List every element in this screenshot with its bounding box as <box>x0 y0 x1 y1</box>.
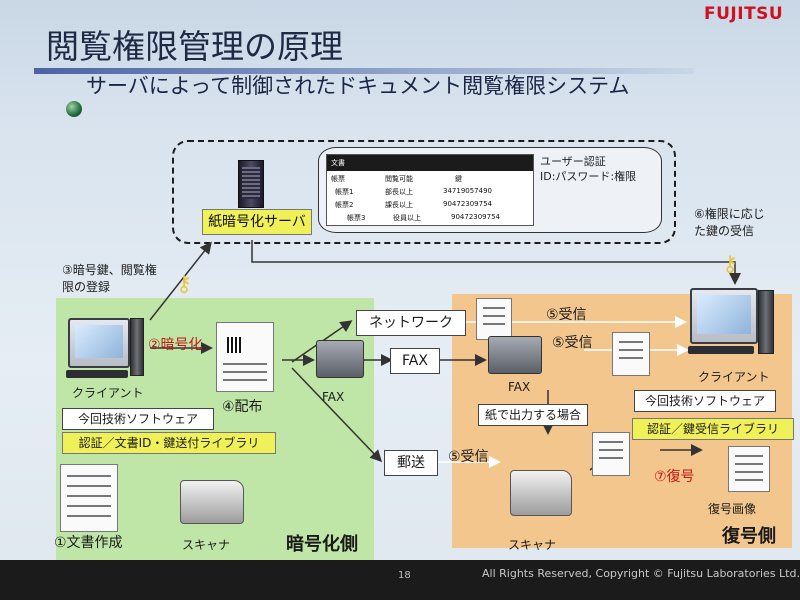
step-1-label: ①文書作成 <box>54 535 123 551</box>
right-scanner-label: スキャナ <box>508 538 557 552</box>
key-icon: ⚷ <box>722 252 739 277</box>
left-scanner-label: スキャナ <box>182 538 231 552</box>
step-5-network-label: ⑤受信 <box>546 307 587 323</box>
left-pc-tower-icon <box>130 318 144 376</box>
left-client-monitor-icon <box>68 318 130 368</box>
title-underline <box>34 68 694 74</box>
step-6-line-1: ⑥権限に応じ <box>694 207 765 221</box>
left-library-label: 認証／文書ID・鍵送付ライブラリ <box>62 432 276 454</box>
key-table-header <box>327 155 533 171</box>
globe-bullet-icon <box>66 101 82 117</box>
server-rack-icon <box>238 160 264 208</box>
right-fax-icon <box>488 336 542 374</box>
footer-bar <box>0 560 800 600</box>
right-software-label: 今回技術ソフトウェア <box>634 390 776 412</box>
decoded-image-label: 復号画像 <box>708 502 757 516</box>
step-6-line-2: た鍵の受信 <box>694 224 755 238</box>
right-client-monitor-icon <box>690 288 758 344</box>
step-7-label: ⑦復号 <box>654 469 695 485</box>
right-library-label: 認証／鍵受信ライブラリ <box>632 418 794 440</box>
table-cell: 部長以上 <box>385 188 413 196</box>
step-2-label: ②暗号化 <box>148 337 203 353</box>
table-cell: 帳票2 <box>335 201 354 209</box>
table-cell: 役員以上 <box>393 214 421 222</box>
step-3-line-1: ③暗号鍵、閲覧権 <box>62 263 157 277</box>
table-cell: 帳票3 <box>347 214 366 222</box>
left-fax-icon <box>316 340 364 378</box>
table-cell: 90472309754 <box>451 213 500 221</box>
step-5-fax-label: ⑤受信 <box>552 335 593 351</box>
decryption-side-label: 復号側 <box>722 526 776 547</box>
encryption-side-label: 暗号化側 <box>286 534 358 555</box>
fax-document-icon <box>612 332 650 376</box>
right-client-label: クライアント <box>698 370 770 384</box>
auth-title: ユーザー認証 <box>540 155 606 168</box>
right-scanner-icon <box>510 470 572 516</box>
table-cell: 3471905749​0 <box>443 187 492 195</box>
table-cell: 90472309754 <box>443 200 492 208</box>
table-cell: 課長以上 <box>385 201 413 209</box>
left-keyboard-icon <box>66 370 128 378</box>
server-group-box <box>172 140 676 244</box>
step-6-label: ⑥権限に応じ た鍵の受信 <box>694 206 765 240</box>
encrypted-document-icon <box>216 322 274 392</box>
fujitsu-logo: FUJITSU <box>704 4 784 24</box>
column-header: 閲覧可能 <box>385 175 413 183</box>
paper-output-label: 紙で出力する場合 <box>478 404 588 426</box>
left-client-label: クライアント <box>72 386 144 400</box>
column-header: 帳票 <box>331 175 345 183</box>
table-cell: 帳票1 <box>335 188 354 196</box>
step-3-label: ③暗号鍵、閲覧権 限の登録 <box>62 262 157 296</box>
right-fax-label: FAX <box>508 380 531 394</box>
auth-text: ID:パスワード:権限 <box>540 170 637 183</box>
decoded-document-icon <box>728 446 770 492</box>
left-scanner-icon <box>180 480 244 524</box>
right-pc-tower-icon <box>758 290 774 354</box>
left-software-label: 今回技術ソフトウェア <box>62 408 214 430</box>
column-header: 鍵 <box>455 175 462 183</box>
key-table: 文書 帳票 閲覧可能 鍵 帳票1 部長以上 3471905749​0 帳票2 課… <box>326 154 534 226</box>
printed-document-icon <box>592 432 630 476</box>
step-5-post-label: ⑤受信 <box>448 449 489 465</box>
key-table-title: 文書 <box>331 159 345 167</box>
page-title: 閲覧権限管理の原理 <box>46 27 343 66</box>
step-3-line-2: 限の登録 <box>62 280 111 294</box>
step-4-label: ④配布 <box>222 399 263 415</box>
received-document-icon <box>476 298 512 340</box>
subtitle: サーバによって制御されたドキュメント閲覧権限システム <box>86 74 630 98</box>
network-channel: ネットワーク <box>356 310 466 336</box>
right-keyboard-icon <box>688 346 754 354</box>
key-icon: ⚷ <box>176 272 193 297</box>
source-document-icon <box>60 464 118 532</box>
post-channel: 郵送 <box>384 450 438 476</box>
left-fax-label: FAX <box>322 390 345 404</box>
page-number: 18 <box>398 570 411 581</box>
user-auth-block: ユーザー認証 ID:パスワード:権限 <box>540 154 636 184</box>
fax-channel: FAX <box>390 348 440 374</box>
copyright-text: All Rights Reserved, Copyright © Fujitsu… <box>482 567 800 580</box>
server-label: 紙暗号化サーバ <box>202 209 312 235</box>
